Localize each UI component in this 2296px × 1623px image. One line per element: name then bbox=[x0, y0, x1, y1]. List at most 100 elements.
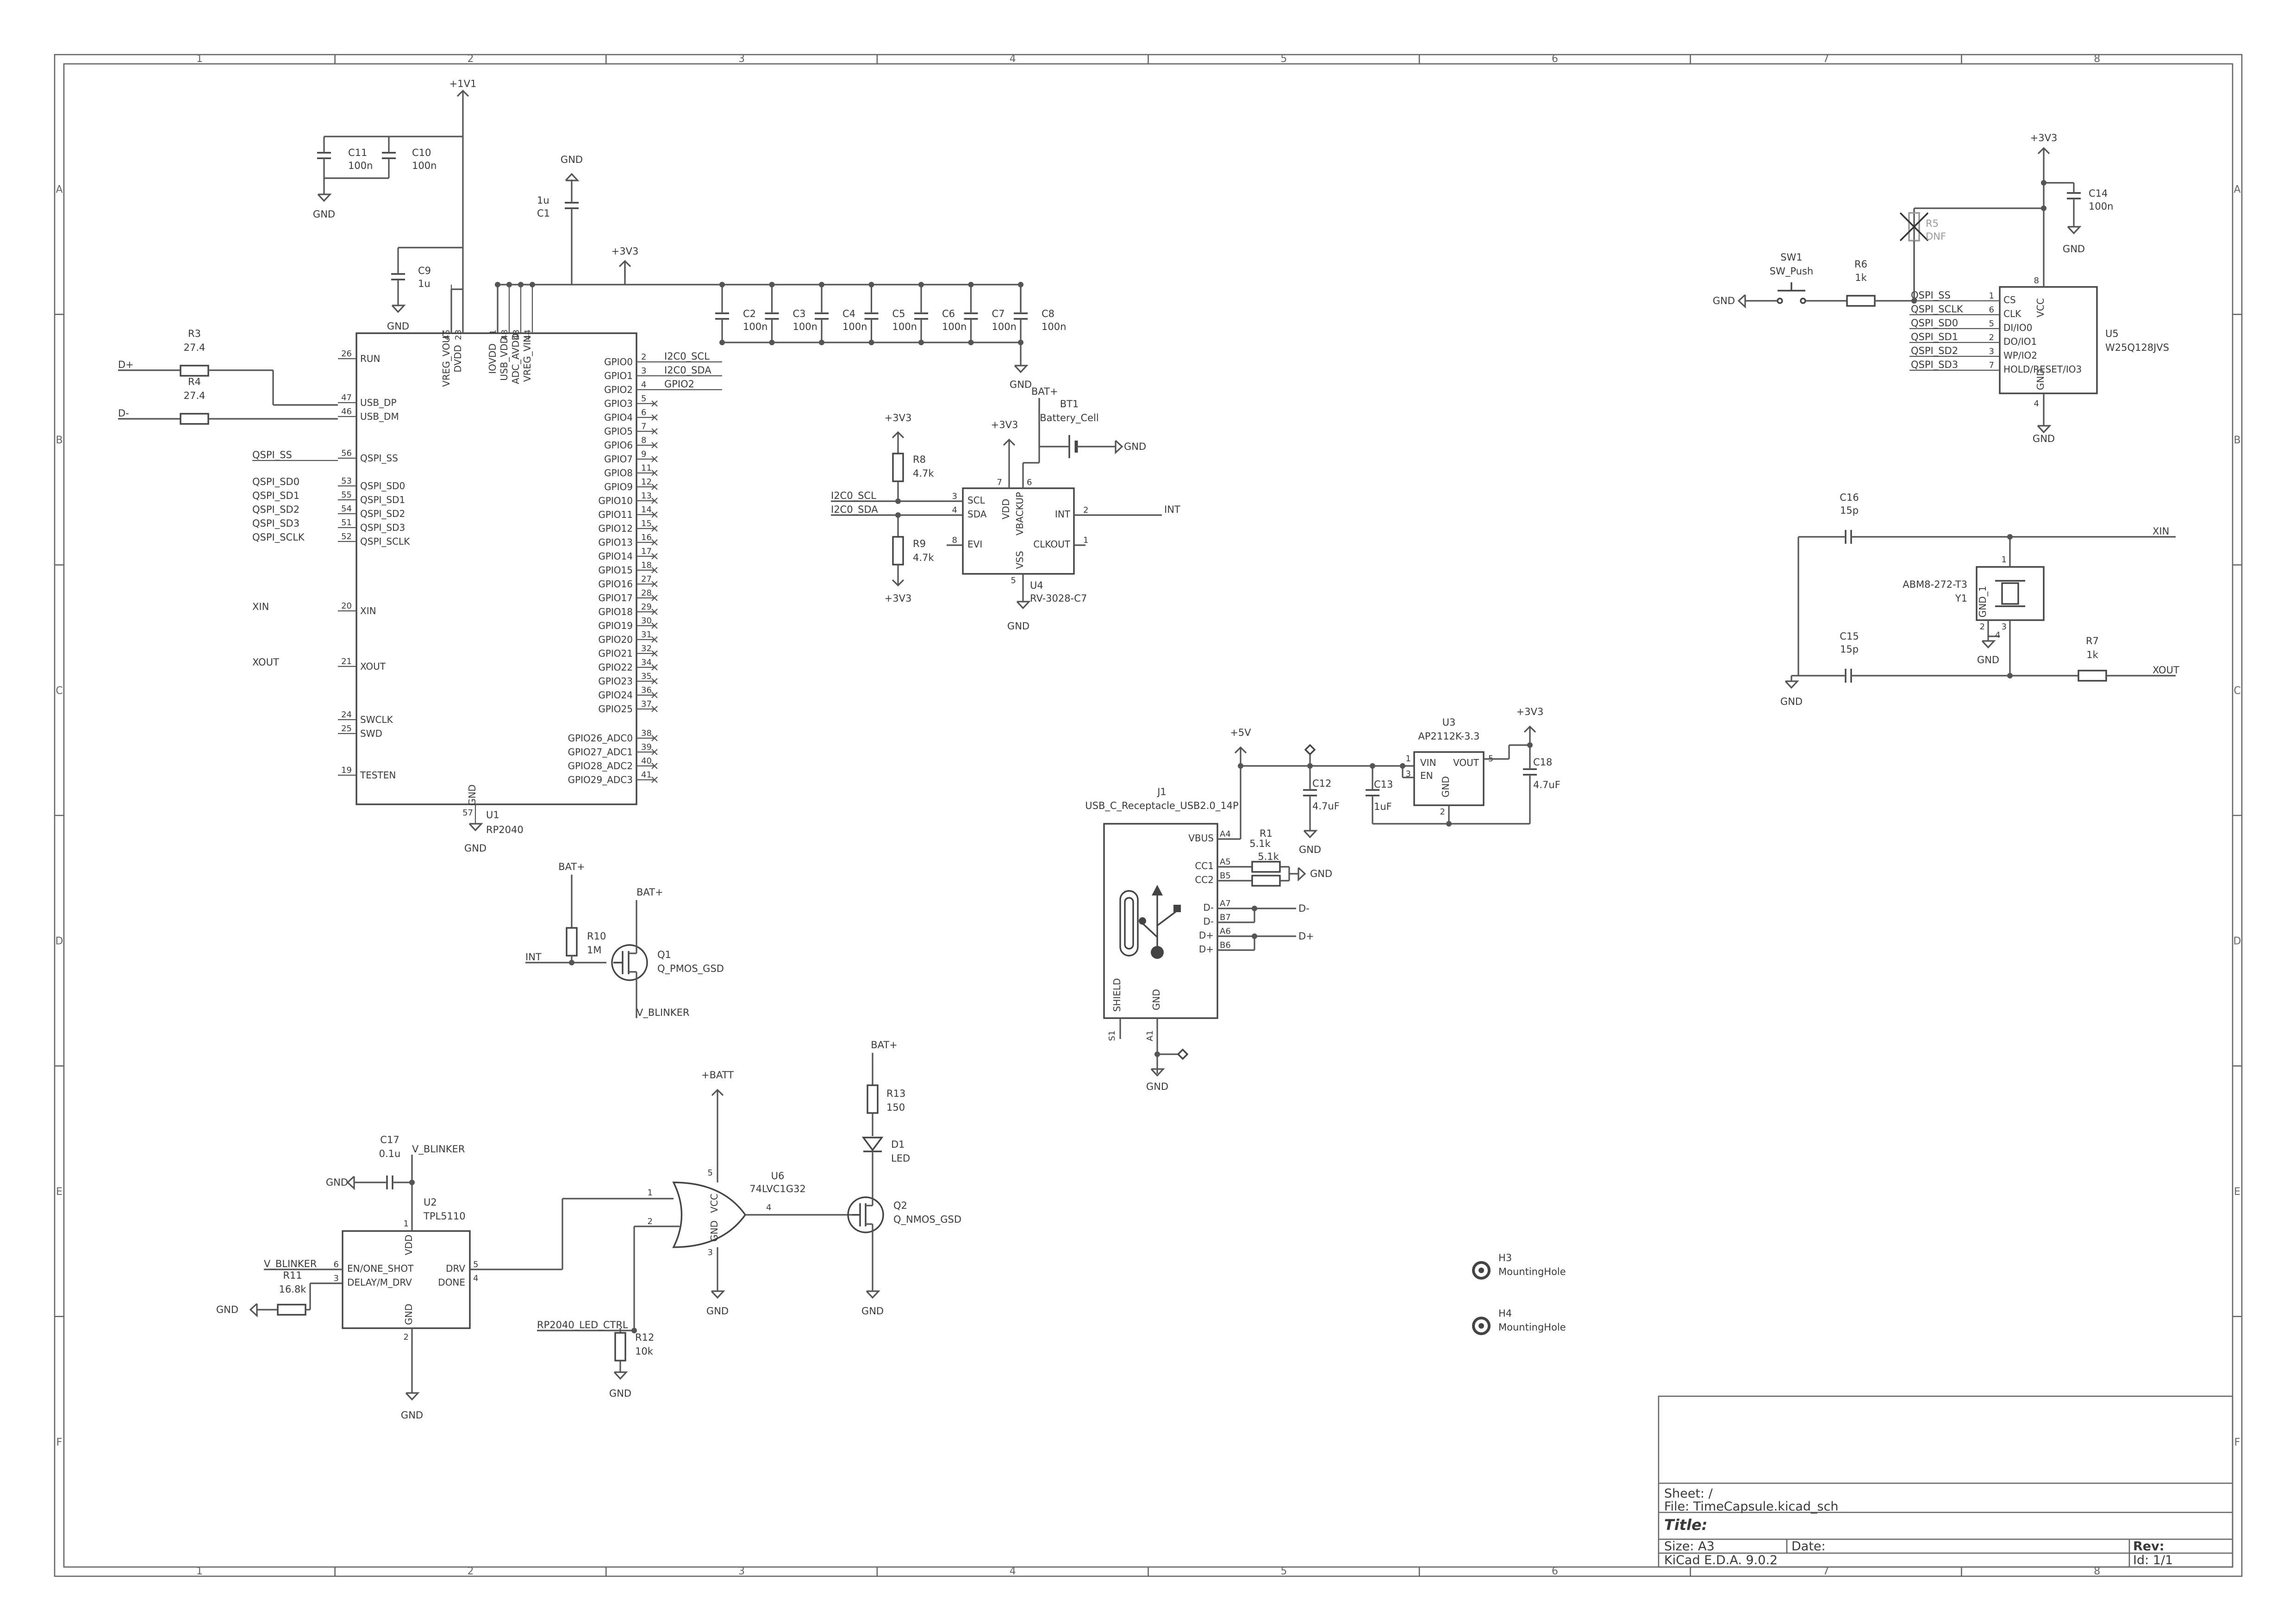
net-qspi-sd1-u5: QSPI_SD1 bbox=[1911, 331, 1958, 343]
frame-row-left: D bbox=[56, 936, 63, 947]
u4-pin-vdd: VDD bbox=[1000, 499, 1011, 519]
u1-pin-right-num: 6 bbox=[641, 408, 646, 417]
j1-pin-gnd: GND bbox=[1151, 989, 1162, 1010]
y1-pnum-1: 1 bbox=[2002, 555, 2007, 565]
net-qspi-ss-u5: QSPI_SS bbox=[1911, 290, 1951, 301]
u1-pin-left-num: 19 bbox=[341, 765, 352, 775]
h3-value: MountingHole bbox=[1498, 1266, 1566, 1277]
r7-value: 1k bbox=[2086, 649, 2098, 660]
u1-pin-left-name: QSPI_SD3 bbox=[360, 522, 405, 533]
r9-pwr: +3V3 bbox=[885, 593, 912, 604]
c9-ref: C9 bbox=[418, 265, 431, 276]
decoupling-bank: C2100nC3100nC4100nC5100nC6100nC7100nC810… bbox=[715, 282, 1066, 366]
u5-gnd: GND bbox=[2033, 433, 2055, 444]
u3-pnum-vin: 1 bbox=[1406, 754, 1411, 764]
net-i2c-sda-u1: I2C0_SDA bbox=[664, 365, 711, 376]
c2-ref: C2 bbox=[743, 308, 756, 319]
ldo-section: +5V GND C12 4.7uF C13 1uF VIN EN VOUT GN… bbox=[1230, 706, 1560, 855]
j1-pnum-cc1: A5 bbox=[1220, 857, 1231, 867]
u1-pin-top-name: VREG_VOUT bbox=[441, 330, 452, 386]
tb-date: Date: bbox=[1791, 1539, 1826, 1554]
c1-ref: C1 bbox=[537, 208, 550, 219]
u1-pin-right-name: GPIO27_ADC1 bbox=[568, 746, 633, 758]
u1-pin-right-name: GPIO17 bbox=[598, 592, 633, 603]
sw1-ref: SW1 bbox=[1780, 252, 1802, 263]
u1-pin-right-num: 38 bbox=[641, 728, 652, 738]
u1-pin-right-name: GPIO7 bbox=[604, 454, 633, 465]
u1-pin-left-name: QSPI_SCLK bbox=[360, 536, 410, 547]
u1-pin-right-name: GPIO20 bbox=[598, 634, 633, 645]
net-qspi-sd2-u1: QSPI_SD2 bbox=[252, 504, 299, 516]
u1-pin-top-name: VREG_VIN bbox=[522, 336, 533, 382]
u1-value: RP2040 bbox=[486, 824, 524, 835]
c4-ref: C4 bbox=[842, 308, 855, 319]
frame-col-bottom: 1 bbox=[196, 1566, 203, 1577]
j1-pnum-vbus: A4 bbox=[1220, 829, 1231, 839]
u1-pin-right-name: GPIO13 bbox=[598, 537, 633, 548]
c17-value: 0.1u bbox=[379, 1148, 401, 1159]
u2-value: TPL5110 bbox=[423, 1211, 466, 1222]
u4-pnum-vdd: 7 bbox=[997, 478, 1002, 487]
u5-pin-hold: HOLD/RESET/IO3 bbox=[2003, 364, 2082, 375]
pwr-batt: +BATT bbox=[701, 1070, 734, 1081]
frame-col-top: 1 bbox=[196, 53, 203, 65]
u1-pin-top-num: 44 bbox=[523, 330, 533, 340]
d1-ref: D1 bbox=[891, 1139, 905, 1150]
c12-gnd: GND bbox=[1299, 844, 1321, 855]
u1-pin-right-name: GPIO1 bbox=[604, 370, 633, 381]
u1-pin-left-name: SWCLK bbox=[360, 714, 393, 725]
net-qspi-sd1-u1: QSPI_SD1 bbox=[252, 490, 299, 502]
net-vblinker-u2: V_BLINKER bbox=[412, 1144, 465, 1155]
tb-tool: KiCad E.D.A. 9.0.2 bbox=[1664, 1553, 1778, 1567]
c3-ref: C3 bbox=[793, 308, 806, 319]
u1-pin-right-num: 16 bbox=[641, 533, 652, 542]
u1-pin-right-num: 18 bbox=[641, 560, 652, 570]
r11-gnd: GND bbox=[216, 1304, 238, 1315]
u1-pin-right-num: 28 bbox=[641, 588, 652, 598]
r1-ref: R1 bbox=[1260, 828, 1273, 839]
bt1-gnd: GND bbox=[1124, 441, 1146, 452]
frame-col-top: 2 bbox=[467, 53, 474, 65]
u1-pin-top-name: ADC_AVDD bbox=[510, 333, 521, 384]
r13-value: 150 bbox=[886, 1102, 905, 1113]
r10-batp: BAT+ bbox=[558, 861, 585, 872]
u5-pnum-do: 2 bbox=[1989, 333, 1994, 342]
u2-pin-delay: DELAY/M_DRV bbox=[347, 1277, 412, 1288]
r1-value: 5.1k bbox=[1258, 851, 1279, 862]
u1-pin-left-num: 55 bbox=[341, 490, 352, 500]
u1-pin-left-name: QSPI_SD0 bbox=[360, 480, 405, 491]
u2-pin-vdd: VDD bbox=[403, 1235, 414, 1255]
pwr-1v1: +1V1 bbox=[449, 78, 476, 97]
q1-batp: BAT+ bbox=[636, 887, 663, 898]
pwr-5v: +5V bbox=[1230, 727, 1251, 738]
net-qspi-ss-u1: QSPI_SS bbox=[252, 449, 292, 461]
u4-pnum-vss: 5 bbox=[1011, 576, 1016, 585]
c6-ref: C6 bbox=[942, 308, 955, 319]
u2-pin-done: DONE bbox=[438, 1277, 465, 1288]
u1-pin-right-name: GPIO28_ADC2 bbox=[568, 760, 633, 771]
c5-ref: C5 bbox=[892, 308, 905, 319]
u1-pin-top-num: 45 bbox=[442, 330, 452, 340]
sw1-r6: GND SW1 SW_Push R6 1k bbox=[1713, 252, 1914, 309]
j1-pin-cc2: CC2 bbox=[1195, 874, 1214, 885]
title-block: Sheet: / File: TimeCapsule.kicad_sch Tit… bbox=[1658, 1395, 2234, 1568]
r11-value: 16.8k bbox=[279, 1284, 307, 1295]
c17-ref: C17 bbox=[380, 1134, 399, 1145]
y1-pnum-4: 4 bbox=[1995, 630, 2000, 640]
u1-pin-left-num: 53 bbox=[341, 476, 352, 486]
y1-ref: Y1 bbox=[1955, 593, 1967, 604]
u1-pin-right-num: 36 bbox=[641, 685, 652, 695]
u4-pnum-clkout: 1 bbox=[1083, 535, 1088, 545]
u1-pin-left-num: 20 bbox=[341, 601, 352, 611]
net-qspi-sd0-u5: QSPI_SD0 bbox=[1911, 317, 1958, 329]
u5-pnum-gnd: 4 bbox=[2034, 399, 2039, 409]
u4-ref: U4 bbox=[1030, 580, 1043, 591]
net-dp-left: D+ bbox=[118, 359, 134, 370]
bt1-ref: BT1 bbox=[1060, 398, 1079, 410]
u1-pin-left-num: 56 bbox=[341, 448, 352, 458]
frame-row-right: D bbox=[2234, 936, 2241, 947]
u2-pnum-done: 4 bbox=[473, 1274, 478, 1283]
net-dp-j1: D+ bbox=[1298, 931, 1314, 942]
u6-pin-vcc: VCC bbox=[709, 1194, 720, 1213]
